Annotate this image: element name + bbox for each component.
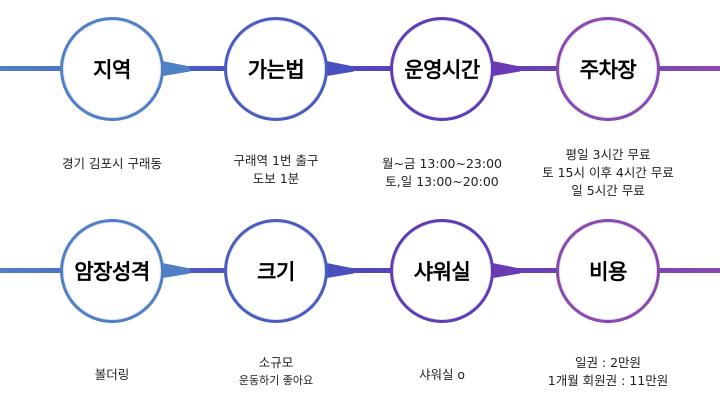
desc-parking: 평일 3시간 무료 토 15시 이후 4시간 무료 일 5시간 무료 [523,146,693,200]
desc-line: 일 5시간 무료 [571,183,645,198]
circle-gym-type: 암장성격 [60,219,164,323]
circle-title: 가는법 [247,58,305,82]
circle-directions: 가는법 [224,17,328,121]
circle-cost: 비용 [556,219,660,323]
desc-directions: 구래역 1번 출구 도보 1분 [191,152,361,188]
desc-hours: 월~금 13:00~23:00 토,일 13:00~20:00 [357,155,527,191]
circle-title: 주차장 [579,58,637,82]
desc-region: 경기 김포시 구래동 [27,155,197,173]
connector-line-bottom [0,268,720,273]
desc-line: 샤워실 o [418,367,466,382]
arrow-pointer [490,262,520,279]
circle-shower: 샤워실 [390,219,494,323]
desc-shower: 샤워실 o [357,366,527,384]
arrow-pointer [160,262,190,279]
circle-title: 샤워실 [413,260,471,284]
arrow-pointer [324,60,354,77]
desc-line: 경기 김포시 구래동 [62,156,162,171]
circle-title: 비용 [589,260,627,284]
arrow-pointer [324,262,354,279]
arrow-pointer [160,60,190,77]
desc-line: 일권 : 2만원 [574,355,642,370]
circle-region: 지역 [60,17,164,121]
circle-title: 지역 [93,58,131,82]
desc-line: 1개월 회원권 : 11만원 [547,373,669,388]
desc-line: 토,일 13:00~20:00 [385,174,499,189]
desc-line: 운동하기 좋아요 [238,374,314,387]
circle-title: 운영시간 [404,58,480,82]
desc-line: 볼더링 [94,367,130,382]
desc-line: 월~금 13:00~23:00 [382,156,502,171]
circle-title: 암장성격 [74,260,150,284]
arrow-pointer [490,60,520,77]
desc-gym-type: 볼더링 [27,366,197,384]
desc-line: 평일 3시간 무료 [565,147,651,162]
desc-line: 소규모 [258,355,294,370]
circle-hours: 운영시간 [390,17,494,121]
circle-title: 크기 [257,260,295,284]
connector-line-top [0,66,720,71]
desc-cost: 일권 : 2만원 1개월 회원권 : 11만원 [523,354,693,390]
circle-size: 크기 [224,219,328,323]
desc-line: 구래역 1번 출구 [233,153,319,168]
circle-parking: 주차장 [556,17,660,121]
desc-size: 소규모 운동하기 좋아요 [191,354,361,390]
desc-line: 도보 1분 [252,171,300,186]
desc-line: 토 15시 이후 4시간 무료 [542,165,674,180]
